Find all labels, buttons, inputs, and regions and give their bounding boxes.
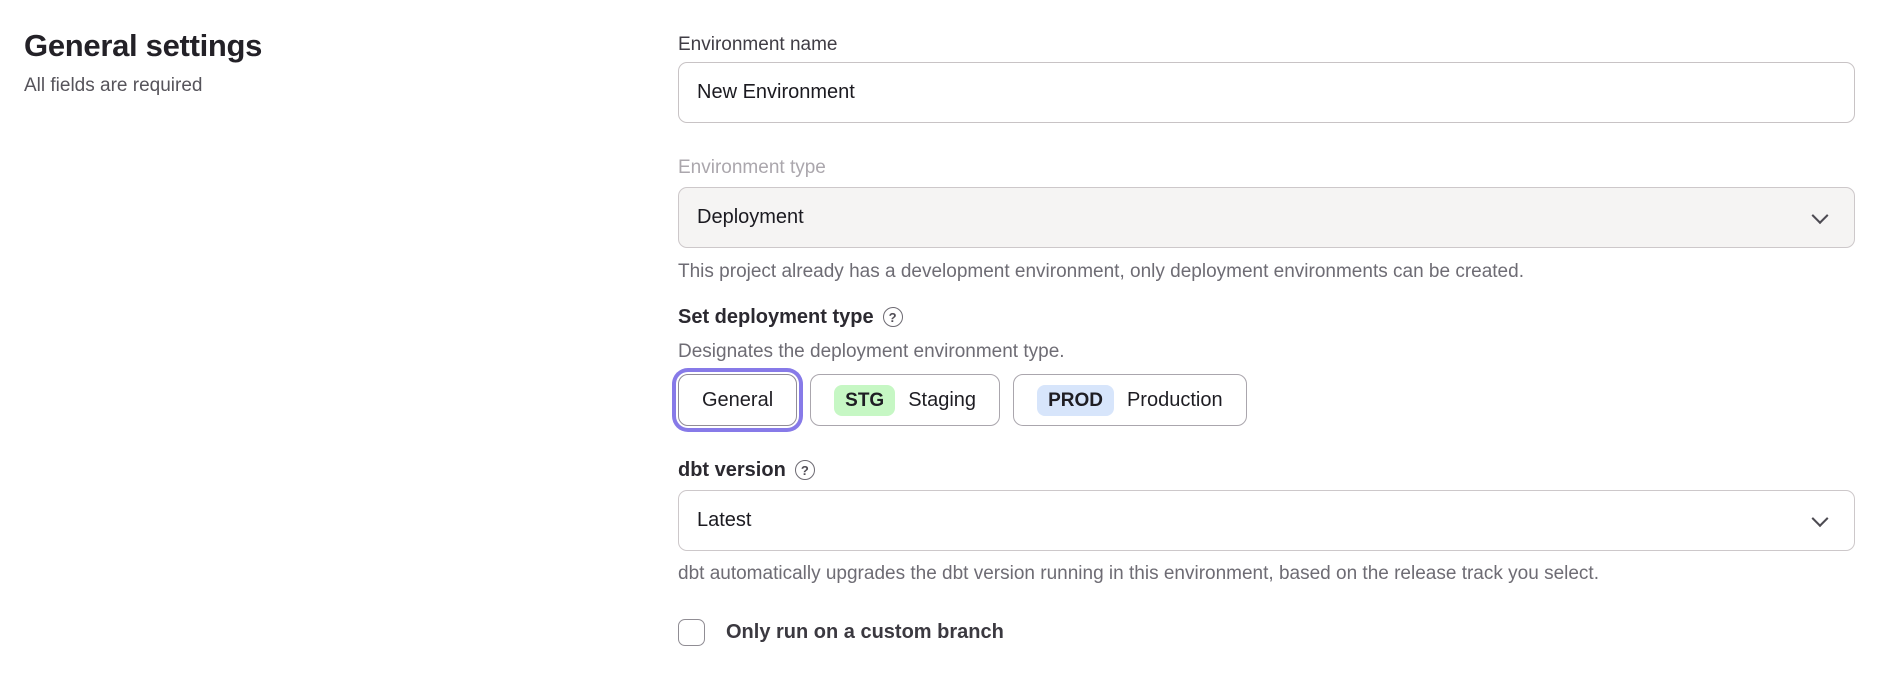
dbt-version-heading-text: dbt version xyxy=(678,458,786,481)
page-title: General settings xyxy=(24,28,263,63)
custom-branch-checkbox[interactable] xyxy=(678,619,705,646)
deployment-type-general-button[interactable]: General xyxy=(678,374,798,426)
chevron-down-icon xyxy=(1811,509,1829,527)
deployment-type-staging-button[interactable]: STG Staging xyxy=(810,374,1001,426)
prod-badge: PROD xyxy=(1037,384,1114,416)
custom-branch-label[interactable]: Only run on a custom branch xyxy=(726,621,1004,643)
production-button-label: Production xyxy=(1126,388,1223,411)
dbt-version-helper: dbt automatically upgrades the dbt versi… xyxy=(678,563,1599,584)
help-circle-icon[interactable]: ? xyxy=(882,307,903,327)
deployment-type-production-button[interactable]: PROD Production xyxy=(1013,374,1247,426)
deployment-type-heading-text: Set deployment type xyxy=(678,305,874,328)
chevron-down-icon xyxy=(1811,206,1829,224)
environment-name-input[interactable] xyxy=(678,62,1855,123)
stg-badge: STG xyxy=(834,384,896,416)
environment-type-value: Deployment xyxy=(697,206,804,228)
settings-form: Environment name Environment type Deploy… xyxy=(678,0,1855,646)
environment-type-select[interactable]: Deployment xyxy=(678,187,1855,248)
custom-branch-row: Only run on a custom branch xyxy=(678,619,1855,646)
settings-header: General settings All fields are required xyxy=(24,28,524,97)
dbt-version-value: Latest xyxy=(697,509,752,531)
general-button-label: General xyxy=(702,388,774,411)
deployment-type-options: General STG Staging PROD Production xyxy=(678,374,1855,426)
page-subtitle: All fields are required xyxy=(24,75,203,96)
help-circle-icon[interactable]: ? xyxy=(794,460,815,480)
staging-button-label: Staging xyxy=(908,388,977,411)
deployment-type-heading: Set deployment type ? xyxy=(678,304,1855,330)
environment-name-label: Environment name xyxy=(678,34,838,55)
environment-type-helper: This project already has a development e… xyxy=(678,261,1524,282)
deployment-type-helper: Designates the deployment environment ty… xyxy=(678,341,1065,362)
dbt-version-select[interactable]: Latest xyxy=(678,490,1855,551)
dbt-version-heading: dbt version ? xyxy=(678,457,1855,483)
environment-type-label: Environment type xyxy=(678,157,826,178)
